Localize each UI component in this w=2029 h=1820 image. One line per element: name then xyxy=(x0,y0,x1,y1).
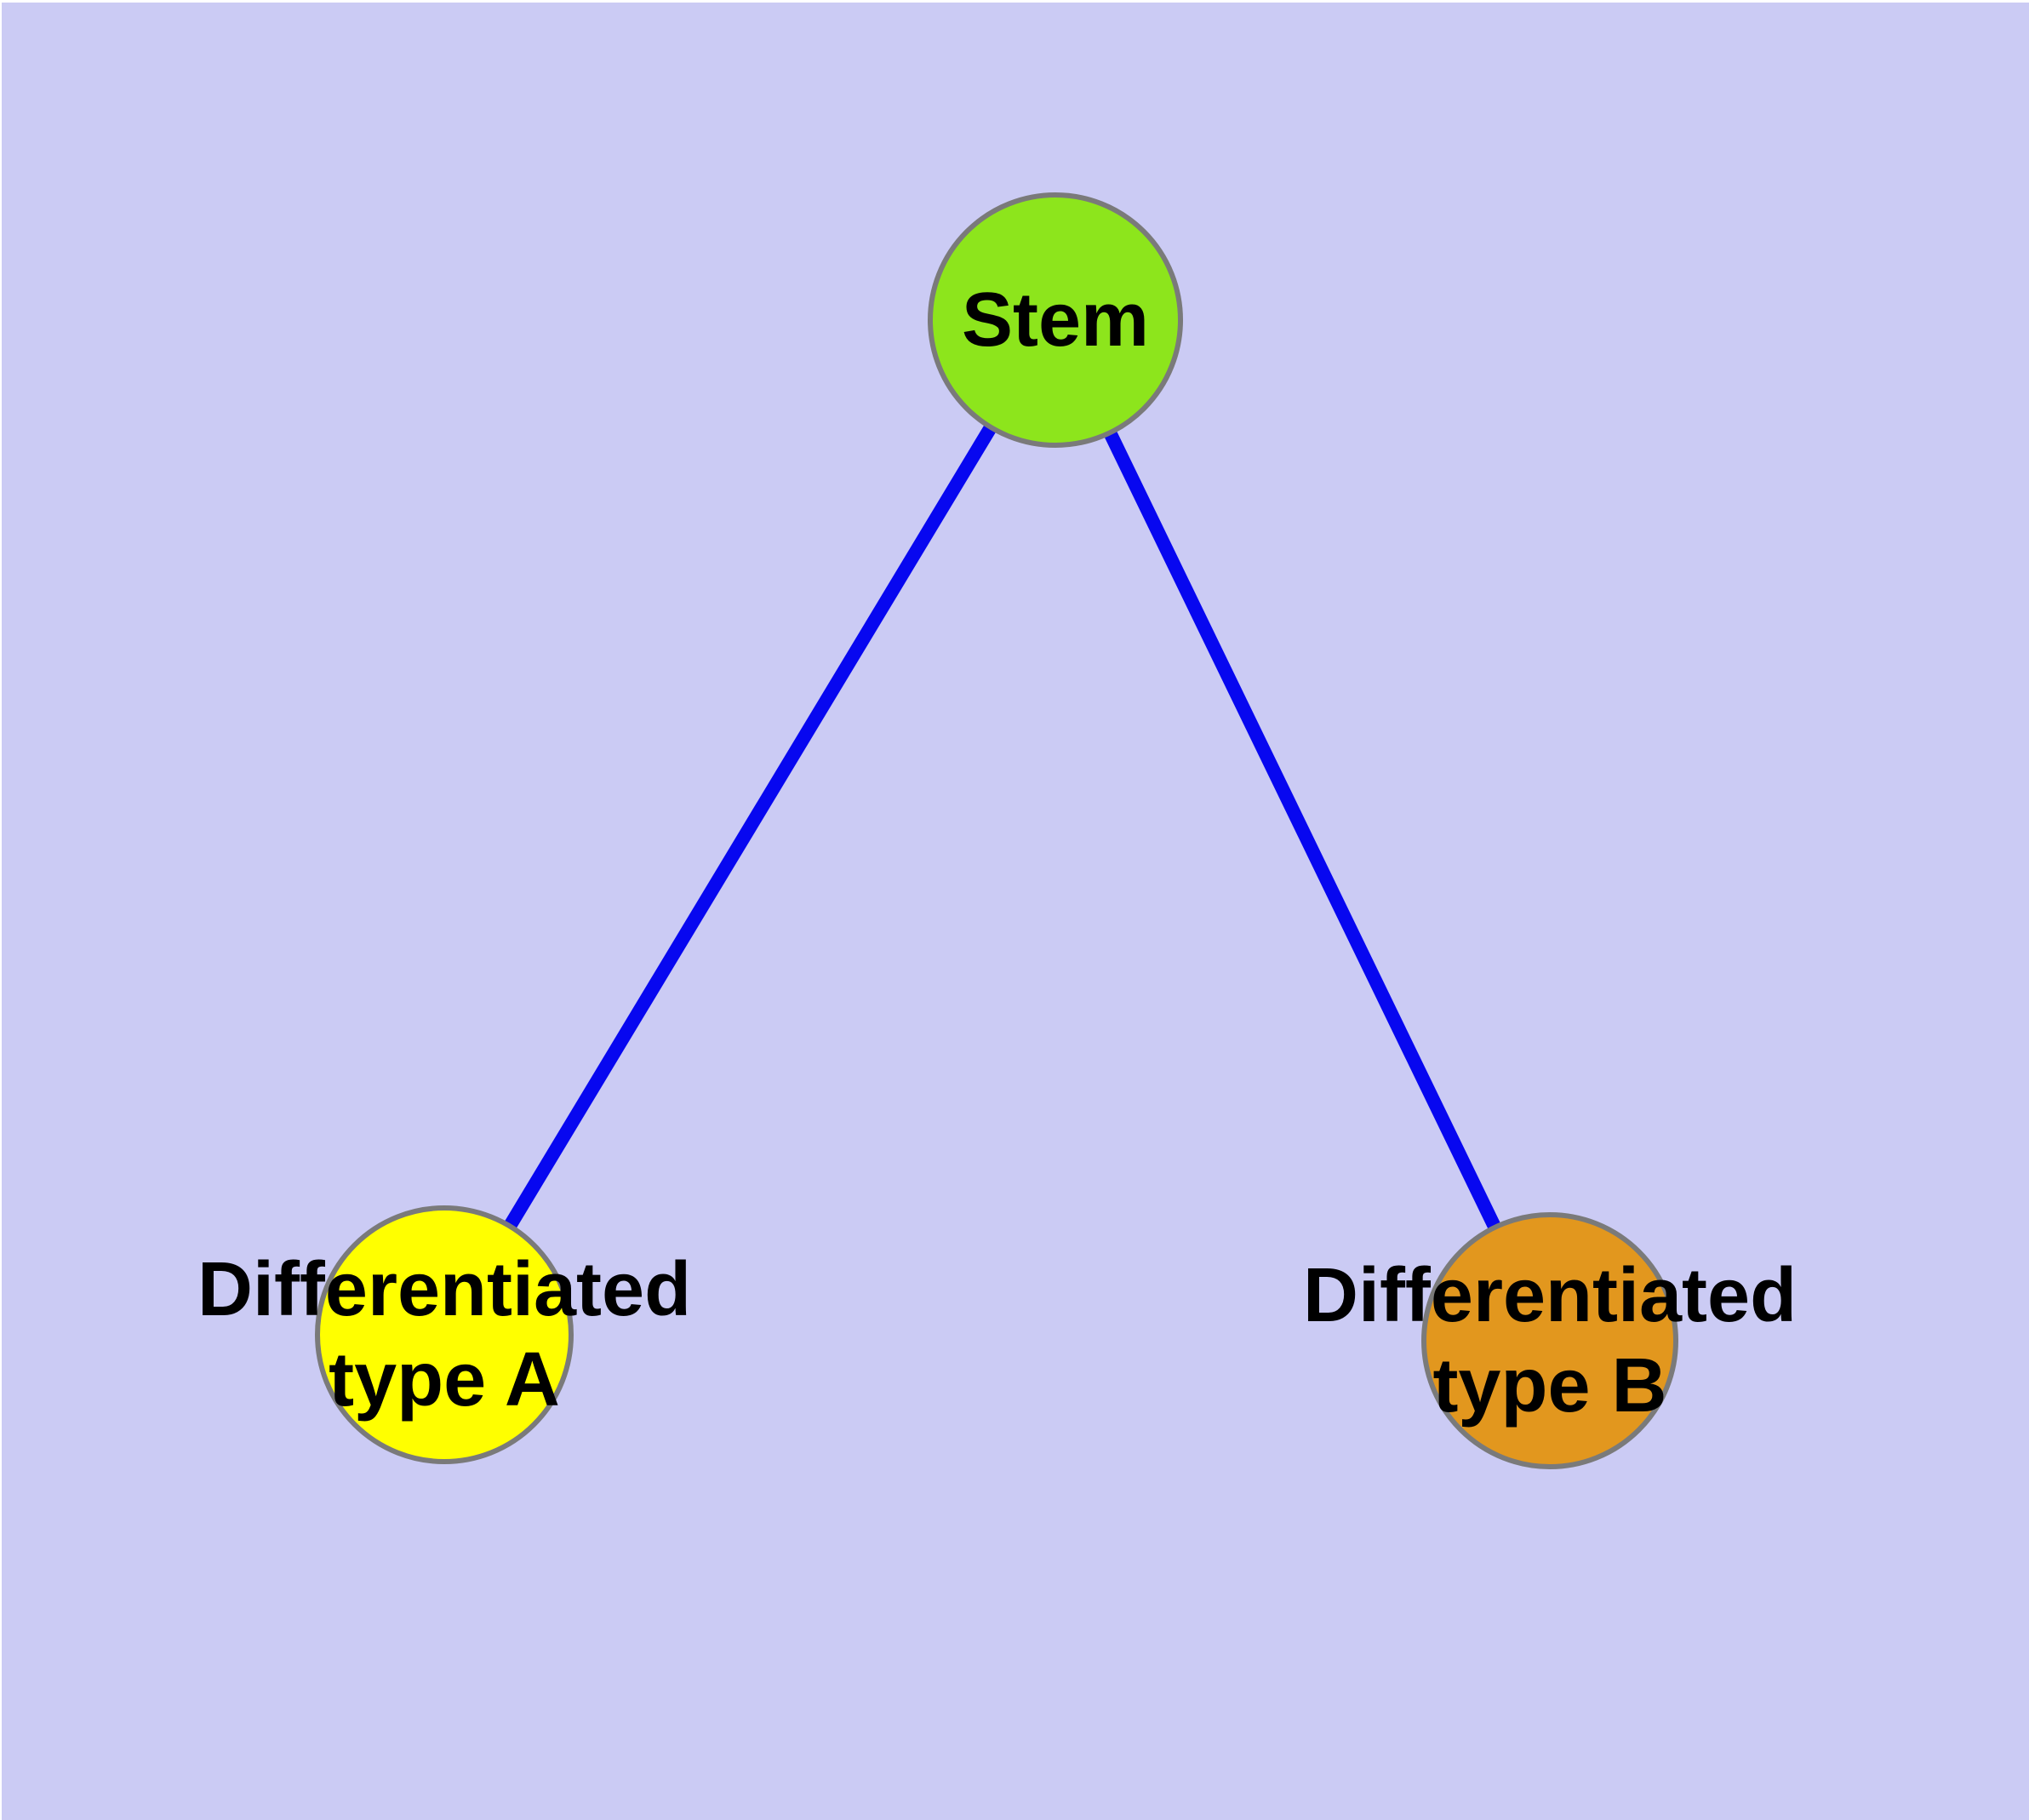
edge-stem-to-type-a xyxy=(438,316,1061,1339)
edge-stem-to-type-b xyxy=(1049,317,1557,1344)
node-stem xyxy=(928,192,1183,448)
node-differentiated-type-b xyxy=(1421,1212,1678,1469)
node-differentiated-type-a xyxy=(315,1205,574,1464)
edges-layer xyxy=(438,316,1557,1344)
